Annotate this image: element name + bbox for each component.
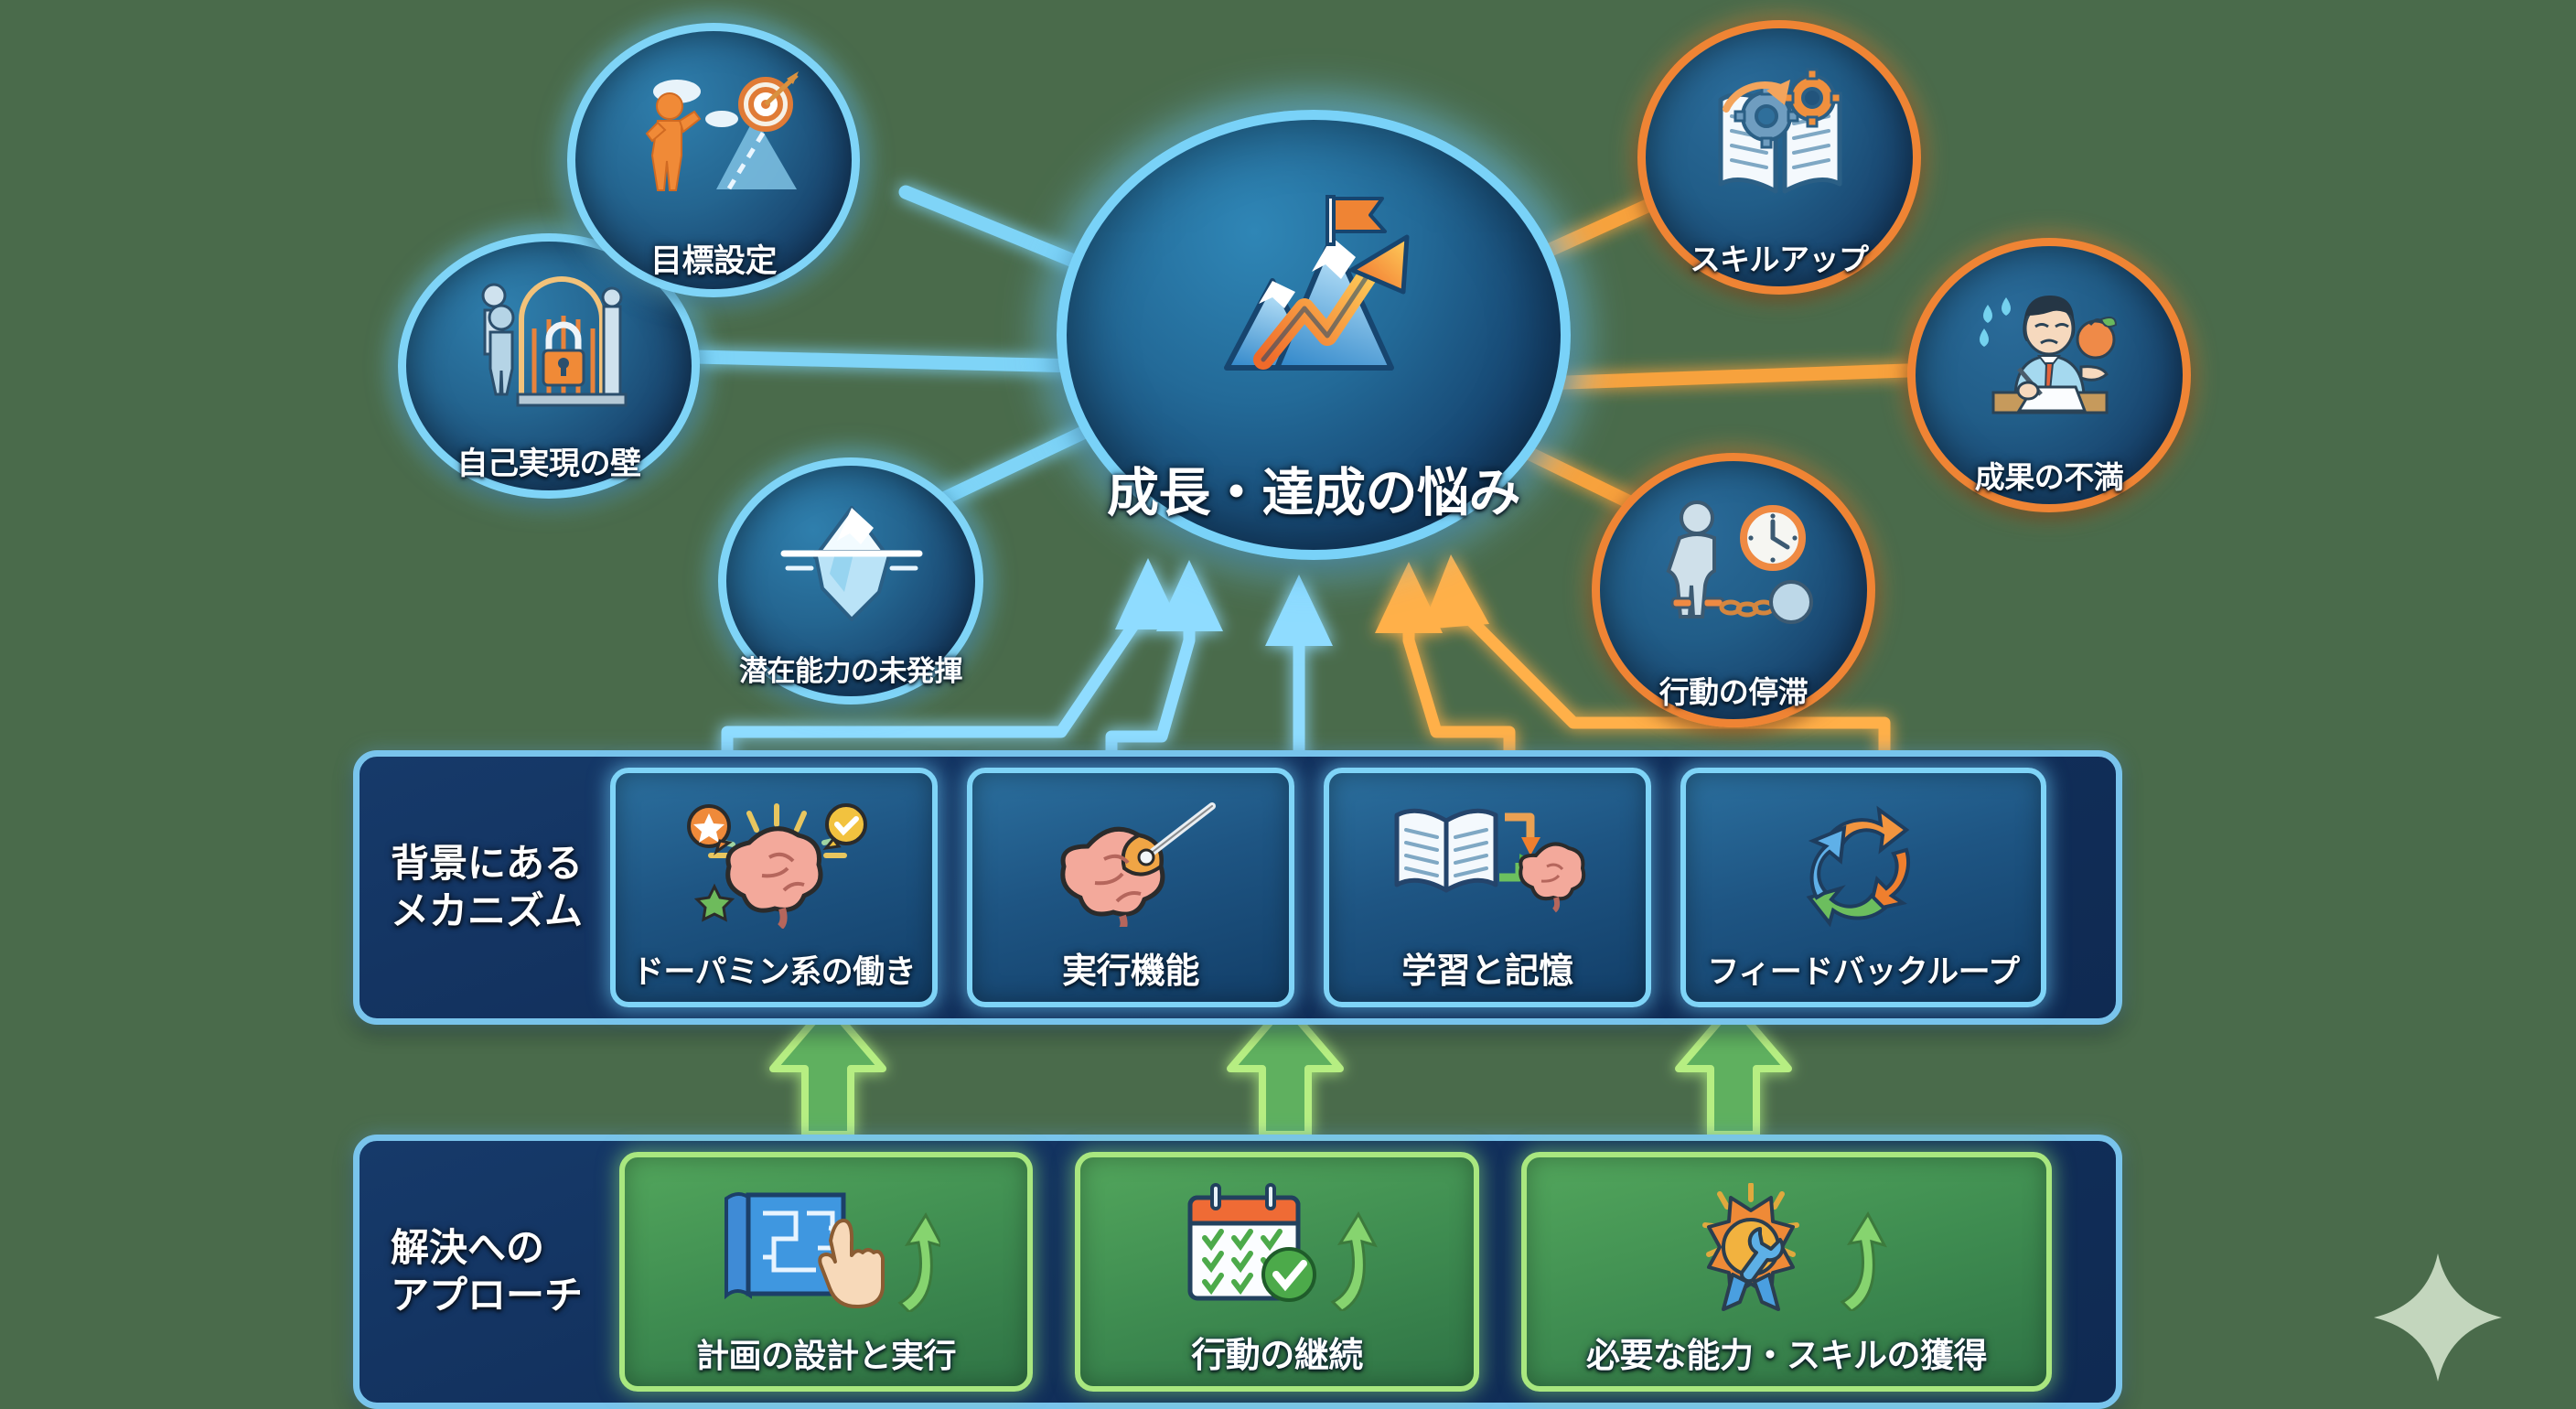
problem-node-untapped-potential[interactable]: 潜在能力の未発揮 (718, 457, 983, 704)
problem-node-label: 目標設定 (649, 243, 778, 280)
book-gears-arrow-icon (1646, 28, 1913, 235)
mechanism-card-label: 学習と記憶 (1401, 951, 1573, 991)
central-hub-node[interactable]: 成長・達成の悩み (1057, 110, 1571, 560)
mechanism-card-feedback-loop[interactable]: フィードバックループ (1680, 768, 2046, 1007)
problem-node-label: 潜在能力の未発揮 (739, 655, 963, 688)
solution-card-label: 必要な能力・スキルの獲得 (1586, 1336, 1988, 1375)
hub-label: 成長・達成の悩み (1107, 463, 1521, 523)
mechanism-band: 背景にある メカニズム (353, 750, 2122, 1025)
four-point-sparkle-icon (2374, 1253, 2502, 1382)
problem-node-action-stagnation[interactable]: 行動の停滞 (1592, 453, 1875, 727)
ball-and-chain-clock-icon (1600, 461, 1867, 668)
solution-card-plan-design-execution[interactable]: 計画の設計と実行 (619, 1152, 1033, 1392)
blueprint-hand-arrow-icon (625, 1157, 1027, 1329)
mechanism-card-label: ドーパミン系の働き (631, 954, 917, 991)
problem-node-goal-setting[interactable]: 目標設定 (567, 23, 860, 297)
mechanism-arrowheads-right (1375, 554, 1489, 633)
circular-feedback-arrows-icon (1686, 773, 2041, 946)
brain-reward-sparkle-icon (616, 773, 932, 946)
mechanism-band-title: 背景にある メカニズム (391, 840, 584, 934)
mountain-flag-growth-arrow-icon (1067, 120, 1561, 451)
solution-band-title: 解決への アプローチ (391, 1224, 584, 1318)
solution-card-label: 計画の設計と実行 (695, 1338, 957, 1375)
book-to-brain-arrows-icon (1329, 773, 1646, 942)
mechanism-card-dopamine[interactable]: ドーパミン系の働き (610, 768, 938, 1007)
mechanism-card-label: フィードバックループ (1707, 954, 2020, 991)
award-ribbon-wrench-arrow-icon (1527, 1157, 2046, 1328)
problem-node-label: 行動の停滞 (1658, 674, 1809, 710)
problem-node-label: スキルアップ (1690, 242, 1870, 277)
problem-node-result-dissatisfaction[interactable]: 成果の不満 (1907, 238, 2191, 512)
mechanism-card-learning-memory[interactable]: 学習と記憶 (1324, 768, 1651, 1007)
mechanism-card-executive-function[interactable]: 実行機能 (967, 768, 1294, 1007)
problem-node-label: 成果の不満 (1974, 459, 2124, 495)
mechanism-card-label: 実行機能 (1061, 951, 1200, 991)
calendar-checkmarks-arrow-icon (1080, 1157, 1474, 1327)
mechanism-arrowheads-left (1115, 558, 1333, 646)
frustrated-worker-fruit-icon (1916, 246, 2183, 453)
iceberg-icon (726, 466, 975, 648)
solution-card-label: 行動の継続 (1191, 1335, 1363, 1375)
solution-card-continued-action[interactable]: 行動の継続 (1075, 1152, 1479, 1392)
locked-gate-person-icon (406, 242, 692, 438)
solution-band: 解決への アプローチ 計画の設計と実行 (353, 1135, 2122, 1409)
solution-card-skill-acquisition[interactable]: 必要な能力・スキルの獲得 (1521, 1152, 2052, 1392)
person-target-mountain-icon (575, 31, 852, 235)
brain-prefrontal-pointer-icon (972, 773, 1289, 942)
problem-node-label: 自己実現の壁 (456, 446, 642, 482)
problem-node-skill-up[interactable]: スキルアップ (1637, 20, 1921, 295)
